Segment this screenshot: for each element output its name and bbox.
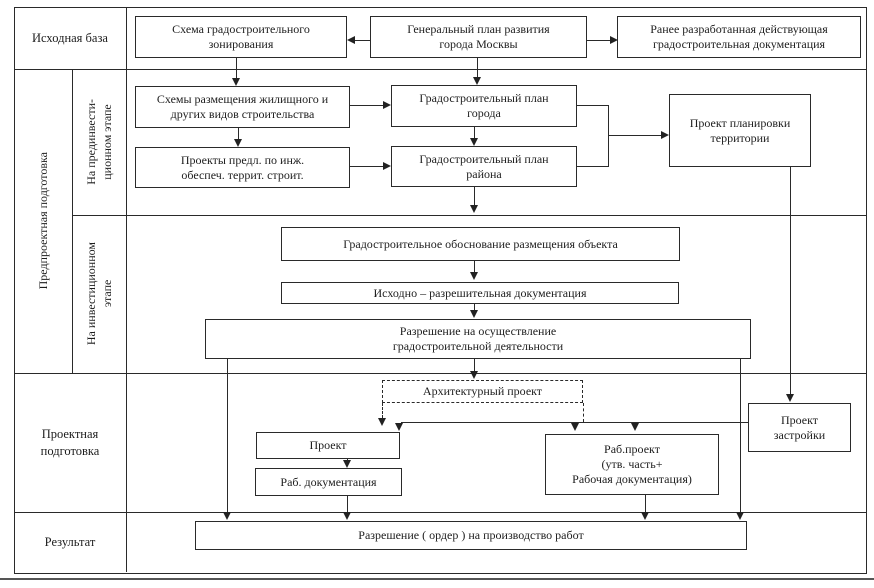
row-label-investment-stage: На инвестиционном этапе: [72, 215, 126, 373]
box-housing-schemes: Схемы размещения жилищного и других видо…: [135, 86, 350, 128]
row-label-base: Исходная база: [32, 30, 108, 45]
row-label-design: Проектная подготовка: [40, 427, 100, 458]
arrowhead-justification-to-initial: [470, 272, 478, 280]
line-districtplan-down: [474, 187, 475, 205]
box-zoning-scheme: Схема градостроительного зонирования: [135, 16, 347, 58]
arrowhead-to-territory-plan: [661, 131, 669, 139]
diagram-outer-frame: [14, 7, 867, 574]
box-project: Проект: [256, 432, 400, 459]
line-distribution-horizontal: [401, 422, 748, 423]
line-workproject-to-result: [645, 495, 646, 512]
arrowhead-genplan-to-zoning: [347, 36, 355, 44]
line-permit-left-to-result: [227, 359, 228, 512]
box-district-plan: Градостроительный план района: [391, 146, 577, 187]
arrowhead-workdocs-to-result: [343, 512, 351, 520]
arrowhead-permit-to-arch: [470, 371, 478, 379]
line-territory-to-development: [790, 167, 791, 394]
arrowhead-initial-to-permit: [470, 310, 478, 318]
substage-column-divider: [72, 69, 73, 373]
line-bracket-to-territory: [608, 135, 661, 136]
line-eng-to-districtplan: [350, 166, 383, 167]
page-bottom-rule: [0, 578, 874, 580]
arrowhead-bus-to-workproject-right: [631, 423, 639, 431]
line-housing-to-cityplan: [350, 105, 383, 106]
arrowhead-genplan-to-cityplan: [473, 77, 481, 85]
box-activity-permit: Разрешение на осуществление градостроите…: [205, 319, 751, 359]
row-divider-base: [14, 69, 866, 70]
row-label-preinvestment-stage: На прединвести- ционном этапе: [72, 69, 126, 215]
arrowhead-housing-to-eng: [234, 139, 242, 147]
row-label-preproject-text: Предпроектная подготовка: [35, 152, 50, 290]
box-work-order-permit: Разрешение ( ордер ) на производство раб…: [195, 521, 747, 550]
line-genplan-to-cityplan: [477, 58, 478, 77]
box-development-project: Проект застройки: [748, 403, 851, 452]
line-permit-to-arch: [474, 359, 475, 371]
line-cityplan-to-districtplan: [474, 127, 475, 138]
row-label-preproject: Предпроектная подготовка: [14, 69, 72, 373]
arrowhead-housing-to-cityplan: [383, 101, 391, 109]
row-divider-result: [14, 512, 866, 513]
line-districtplan-stub: [577, 166, 608, 167]
line-workdocs-to-result: [347, 496, 348, 512]
box-territory-plan: Проект планировки территории: [669, 94, 811, 167]
arrowhead-districtplan-down: [470, 205, 478, 213]
line-permit-right-to-result: [740, 359, 741, 512]
box-initial-permissive-docs: Исходно – разрешительная документация: [281, 282, 679, 304]
line-initial-to-permit: [474, 304, 475, 310]
box-working-project: Раб.проект (утв. часть+ Рабочая документ…: [545, 434, 719, 495]
box-existing-docs: Ранее разработанная действующая градостр…: [617, 16, 861, 58]
row-divider-substage: [72, 215, 866, 216]
line-justification-to-initial: [474, 261, 475, 272]
arrowhead-cityplan-to-districtplan: [470, 138, 478, 146]
arrowhead-permit-right-to-result: [736, 512, 744, 520]
arrowhead-arch-to-project: [378, 418, 386, 426]
box-eng-proposals: Проекты предл. по инж. обеспеч. террит. …: [135, 147, 350, 188]
label-column-divider: [126, 7, 127, 572]
box-placement-justification: Градостроительное обоснование размещения…: [281, 227, 680, 261]
line-arch-to-bus-dashed: [583, 403, 584, 422]
box-general-plan: Генеральный план развития города Москвы: [370, 16, 587, 58]
arrowhead-workproject-to-result: [641, 512, 649, 520]
line-bracket-vertical: [608, 105, 609, 167]
arrowhead-permit-left-to-result: [223, 512, 231, 520]
row-label-result: Результат: [44, 534, 96, 549]
line-genplan-to-existing: [587, 40, 610, 41]
arrowhead-project-to-workdocs: [343, 460, 351, 468]
arrowhead-territory-to-development: [786, 394, 794, 402]
box-architectural-project: Архитектурный проект: [382, 380, 583, 403]
row-divider-design: [14, 373, 866, 374]
line-genplan-to-zoning: [352, 40, 370, 41]
line-zoning-to-housing: [236, 58, 237, 78]
arrowhead-bus-to-project: [395, 423, 403, 431]
arrowhead-bus-to-workproject-left: [571, 423, 579, 431]
arrowhead-zoning-to-housing: [232, 78, 240, 86]
row-label-preinvestment-text: На прединвести- ционном этапе: [83, 99, 114, 185]
line-housing-to-eng: [238, 128, 239, 139]
arrowhead-eng-to-districtplan: [383, 162, 391, 170]
box-city-plan: Градостроительный план города: [391, 85, 577, 127]
row-label-investment-text: На инвестиционном этапе: [83, 242, 114, 346]
line-arch-to-project-dashed: [382, 403, 383, 418]
arrowhead-genplan-to-existing: [610, 36, 618, 44]
line-cityplan-stub: [577, 105, 608, 106]
box-working-docs: Раб. документация: [255, 468, 402, 496]
